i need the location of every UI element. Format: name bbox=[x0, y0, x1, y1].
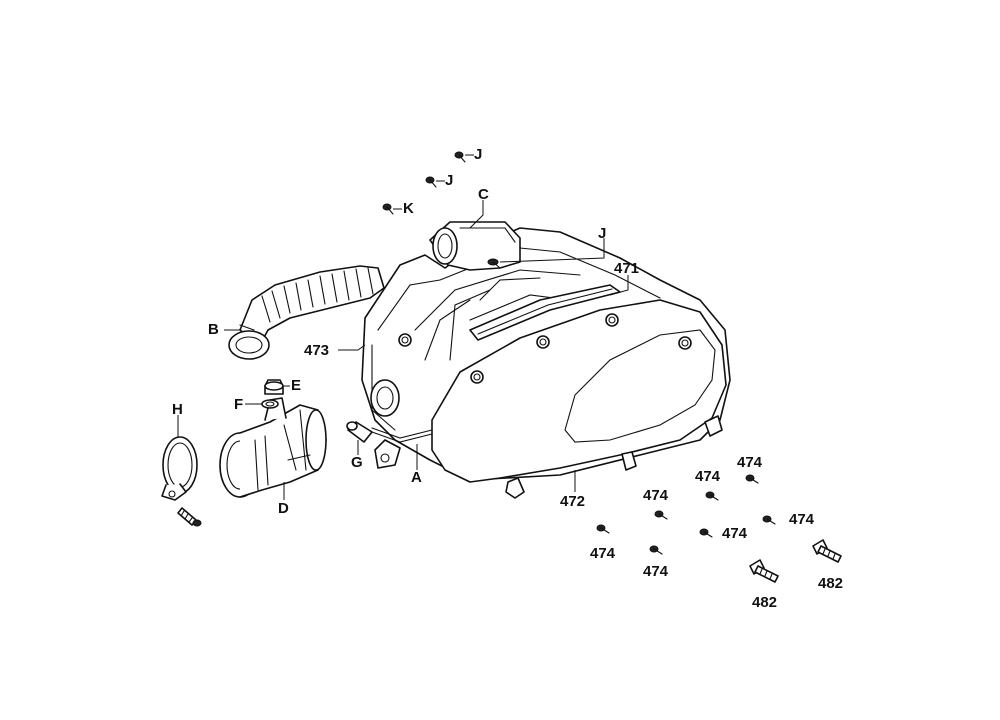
callout-474-a: 474 bbox=[695, 468, 721, 485]
callout-h: H bbox=[172, 401, 183, 418]
carburetor-boot-d bbox=[219, 397, 327, 498]
callout-471: 471 bbox=[614, 260, 640, 277]
callout-j-top-2: J bbox=[445, 172, 454, 189]
rubber-plug-g bbox=[346, 421, 373, 443]
washer-f bbox=[261, 399, 279, 409]
screw-474-a bbox=[705, 491, 719, 501]
screw-474-group bbox=[596, 474, 776, 555]
callout-474-e: 474 bbox=[722, 525, 748, 542]
callout-g: G bbox=[351, 454, 363, 471]
callout-j-top-1: J bbox=[474, 146, 483, 163]
bolt-482-a bbox=[749, 559, 779, 583]
screw-k bbox=[382, 203, 394, 215]
cover-seal-a bbox=[371, 427, 433, 443]
screw-474-b bbox=[745, 474, 759, 484]
callout-474-f: 474 bbox=[590, 545, 616, 562]
callout-c: C bbox=[478, 186, 489, 203]
callout-b: B bbox=[208, 321, 219, 338]
bolt-482-b bbox=[812, 539, 842, 563]
cap-e bbox=[264, 379, 284, 395]
callout-474-g: 474 bbox=[643, 563, 669, 580]
screw-j-top-1 bbox=[454, 151, 466, 163]
clamp-screw bbox=[177, 507, 202, 527]
screw-j-top-2 bbox=[425, 176, 437, 188]
callout-472: 472 bbox=[560, 493, 586, 510]
hose-clamp-h bbox=[161, 436, 198, 501]
callout-j-housing: J bbox=[598, 225, 607, 242]
screw-474-g bbox=[649, 545, 663, 555]
intake-snorkel-c bbox=[429, 221, 521, 271]
callout-f: F bbox=[234, 396, 244, 413]
callout-474-b: 474 bbox=[737, 454, 763, 471]
callout-482-b: 482 bbox=[818, 575, 844, 592]
callout-d: D bbox=[278, 500, 289, 517]
screw-474-c bbox=[654, 510, 668, 520]
flexible-hose-b bbox=[228, 265, 385, 360]
callout-473: 473 bbox=[304, 342, 330, 359]
callout-k: K bbox=[403, 200, 414, 217]
leader-lines bbox=[177, 154, 629, 500]
screw-474-d bbox=[762, 515, 776, 525]
screw-474-e bbox=[699, 528, 713, 538]
callout-a: A bbox=[411, 469, 422, 486]
callout-482-a: 482 bbox=[752, 594, 778, 611]
filter-cover bbox=[431, 299, 727, 499]
screw-j-housing bbox=[487, 258, 501, 269]
callout-474-d: 474 bbox=[789, 511, 815, 528]
callout-e: E bbox=[291, 377, 302, 394]
screw-474-f bbox=[596, 524, 610, 534]
callout-474-c: 474 bbox=[643, 487, 669, 504]
